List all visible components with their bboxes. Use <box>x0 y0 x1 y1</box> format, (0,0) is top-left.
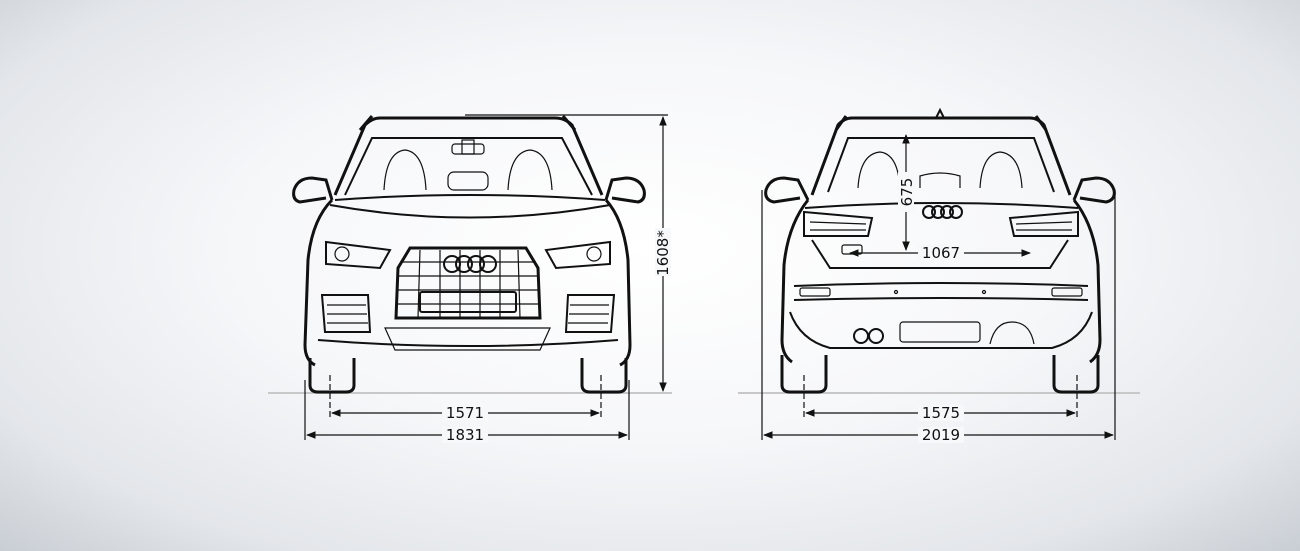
rear-overall-width-label: 2019 <box>922 426 960 444</box>
rear-loading-height-label: 675 <box>898 178 916 207</box>
rear-dimensions: 1575 2019 675 1067 <box>761 134 1116 444</box>
rear-opening-width-label: 1067 <box>922 244 960 262</box>
front-dimensions: 1571 1831 1608* <box>304 114 672 444</box>
front-track-width-label: 1571 <box>446 404 484 422</box>
front-overall-width-label: 1831 <box>446 426 484 444</box>
front-view-car <box>292 115 646 394</box>
rear-view-car <box>764 107 1116 394</box>
rear-track-width-label: 1575 <box>922 404 960 422</box>
front-overall-height-label: 1608* <box>654 230 672 276</box>
